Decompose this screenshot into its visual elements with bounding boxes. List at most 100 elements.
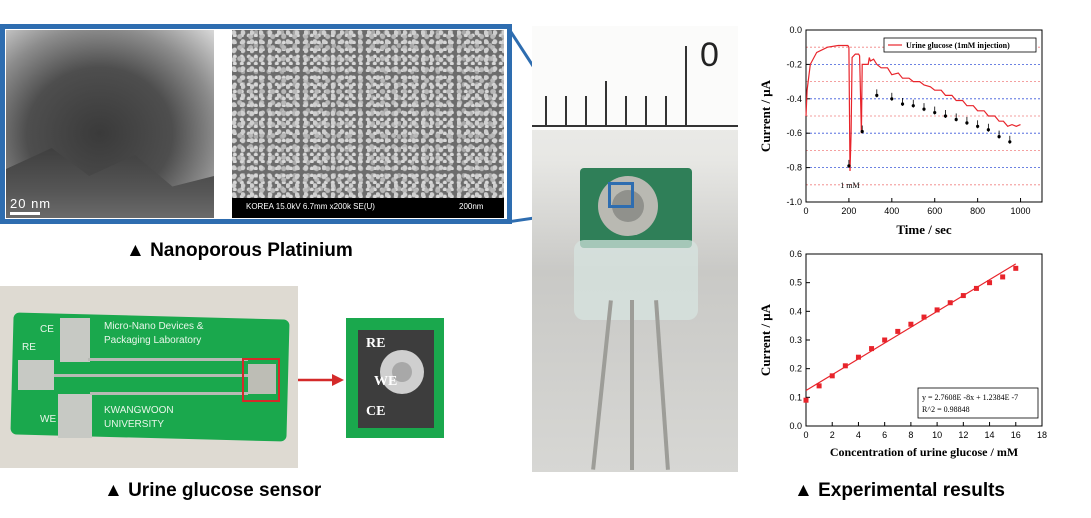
pcb-pad-ce: [60, 318, 90, 362]
x-axis-label: Concentration of urine glucose / mM: [830, 445, 1018, 459]
pcb-label-ce: CE: [40, 324, 54, 335]
x-tick-label: 14: [985, 430, 995, 440]
tem-scale-label: 20 nm: [10, 196, 52, 211]
x-tick-label: 600: [927, 206, 942, 216]
sem-scale-label: 200nm: [459, 202, 484, 211]
pcb-lab-line1: Micro-Nano Devices &: [104, 321, 204, 332]
sem-image: [232, 30, 504, 218]
y-tick-label: -0.8: [786, 163, 802, 173]
y-tick-label: 0.4: [789, 306, 802, 316]
pcb-trace-2: [54, 374, 248, 377]
zoom-arrow-head: [332, 374, 344, 386]
data-point: [855, 354, 861, 360]
x-tick-label: 12: [958, 430, 968, 440]
data-point: [908, 321, 914, 327]
y-tick-label: 0.1: [789, 392, 802, 402]
caption-nanoporous: ▲ Nanoporous Platinium: [126, 240, 353, 261]
fit-equation-box: [917, 387, 1039, 419]
zoom-label-we: WE: [374, 374, 398, 389]
data-point: [1000, 274, 1006, 280]
y-axis-label: Current / μA: [758, 79, 773, 152]
tem-image: [6, 30, 214, 218]
pcb-trace-1: [88, 358, 248, 361]
x-tick-label: 10: [932, 430, 942, 440]
data-point: [934, 307, 940, 313]
zoom-label-re: RE: [366, 336, 386, 351]
x-tick-label: 400: [884, 206, 899, 216]
zoom-working-electrode: [392, 362, 412, 382]
pcb-pad-re: [18, 360, 54, 390]
pcb-highlight-box: [242, 358, 280, 402]
injection-marker: [943, 114, 948, 118]
ruler-number: 0: [700, 36, 719, 74]
y-tick-label: 0.5: [789, 278, 802, 288]
injection-marker: [933, 110, 937, 115]
x-tick-label: 1000: [1011, 206, 1031, 216]
pcb-pad-we: [58, 394, 92, 438]
pcb-trace-3: [90, 392, 248, 395]
y-tick-label: -0.2: [786, 59, 802, 69]
pcb-label-we: WE: [40, 414, 57, 425]
fit-equation-line: y = 2.7608E -8x + 1.2384E -7: [922, 393, 1018, 402]
pcb-label-re: RE: [22, 342, 36, 353]
fit-equation-line: R^2 = 0.98848: [922, 405, 970, 414]
y-tick-label: -0.6: [786, 128, 802, 138]
tem-scale-bar: [10, 212, 40, 215]
injection-marker: [911, 104, 915, 108]
sem-info-bar: [232, 198, 504, 218]
x-tick-label: 0: [803, 206, 808, 216]
injection-marker: [922, 107, 926, 111]
pcb-sensor-chip: [248, 364, 276, 394]
x-tick-label: 16: [1011, 430, 1021, 440]
injection-marker: [1008, 140, 1012, 144]
injection-marker: [847, 164, 851, 168]
caption-sensor: ▲ Urine glucose sensor: [104, 480, 322, 501]
x-tick-label: 200: [841, 206, 856, 216]
lead-wire-2: [630, 300, 634, 470]
injection-marker: [860, 129, 864, 134]
data-point: [842, 363, 848, 369]
y-tick-label: 0.0: [789, 25, 802, 35]
injection-marker: [976, 124, 980, 128]
y-tick-label: -0.4: [786, 94, 802, 104]
injection-marker: [954, 117, 958, 122]
pcb-univ-line1: KWANGWOON: [104, 405, 174, 416]
data-point: [1013, 265, 1019, 271]
fit-line: [805, 263, 1017, 392]
data-point: [816, 383, 822, 389]
y-tick-label: 0.6: [789, 249, 802, 259]
data-point: [973, 285, 979, 291]
pcb-univ-line2: UNIVERSITY: [104, 419, 165, 430]
injection-marker: [900, 102, 905, 106]
x-tick-label: 2: [830, 430, 835, 440]
sem-info-text: KOREA 15.0kV 6.7mm x200k SE(U): [246, 202, 375, 211]
x-axis-label: Time / sec: [896, 222, 952, 237]
data-point: [921, 314, 927, 320]
data-point: [882, 337, 888, 343]
y-tick-label: -1.0: [786, 197, 802, 207]
x-tick-label: 18: [1037, 430, 1047, 440]
y-axis-label: Current / μA: [758, 303, 773, 376]
y-tick-label: 0.2: [789, 364, 802, 374]
annotation-label: 1 mM: [840, 181, 859, 190]
data-point: [869, 346, 875, 352]
zoom-label-ce: CE: [366, 404, 386, 419]
x-tick-label: 4: [856, 430, 861, 440]
series-line: [805, 44, 1021, 172]
x-tick-label: 0: [803, 430, 808, 440]
data-point: [803, 397, 809, 403]
y-tick-label: 0.3: [789, 335, 802, 345]
ruler-ticks: [532, 46, 738, 127]
injection-marker: [890, 97, 894, 101]
y-tick-label: 0.0: [789, 421, 802, 431]
data-point: [895, 328, 901, 334]
injection-marker: [965, 121, 969, 125]
x-tick-label: 800: [970, 206, 985, 216]
injection-marker: [997, 135, 1001, 139]
chip-callout-square: [608, 182, 634, 208]
data-point: [829, 373, 835, 379]
legend-box: [883, 37, 1037, 53]
injection-marker: [986, 128, 990, 132]
x-tick-label: 8: [908, 430, 913, 440]
caption-results: ▲ Experimental results: [794, 480, 1005, 501]
